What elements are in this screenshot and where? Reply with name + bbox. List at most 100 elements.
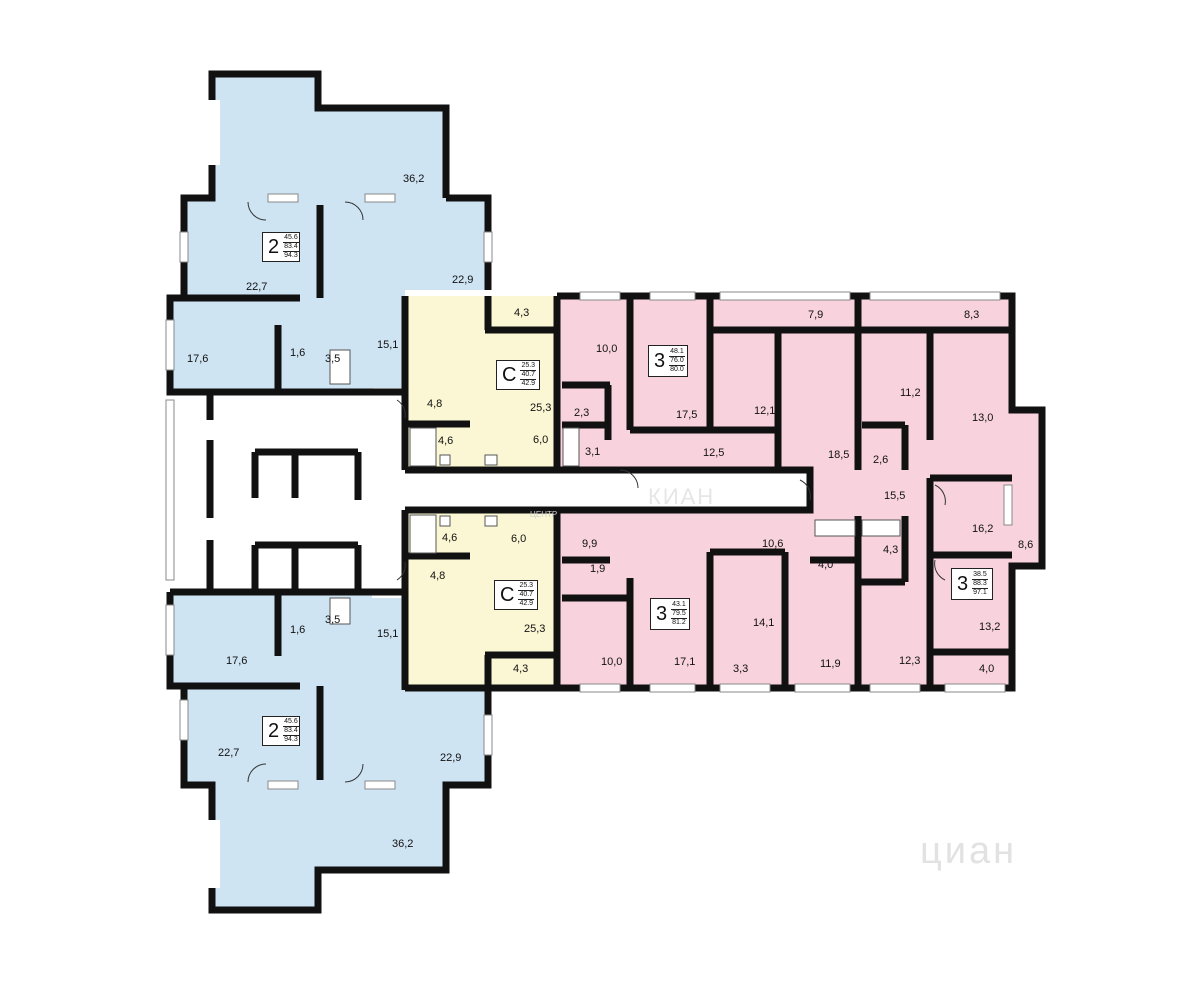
living-area: 25.3	[518, 582, 535, 591]
room-area: 17,1	[674, 656, 695, 668]
area-fraction: 43.1 79.5 81.2	[671, 601, 687, 627]
room-area: 15,5	[884, 490, 905, 502]
living-area: 45.6	[283, 718, 299, 727]
room-area: 8,3	[964, 309, 979, 321]
room-area: 4,8	[427, 398, 442, 410]
total-area: 83.4	[283, 243, 299, 252]
total-area: 76.0	[669, 357, 685, 366]
area-fraction: 48.1 76.0 80.0	[669, 348, 685, 374]
room-area: 6,0	[533, 434, 548, 446]
room-area: 22,9	[440, 752, 461, 764]
area-with-balcony: 97.1	[973, 589, 987, 596]
rooms-count: 3	[654, 350, 666, 372]
apartment-tag: 3 38.5 88.3 97.1	[951, 568, 993, 600]
room-area: 12,1	[754, 405, 775, 417]
total-area: 40.7	[518, 591, 535, 600]
room-area: 22,9	[452, 274, 473, 286]
room-area: 25,3	[530, 402, 551, 414]
rooms-count: С	[500, 584, 515, 606]
room-area: 4,6	[442, 532, 457, 544]
room-area: 15,1	[377, 339, 398, 351]
watermark-corner: циан	[920, 830, 1018, 872]
total-area: 40.7	[520, 371, 537, 380]
fixtures	[329, 349, 901, 625]
room-area: 4,6	[438, 435, 453, 447]
room-area: 3,3	[733, 663, 748, 675]
room-area: 12,3	[899, 655, 920, 667]
blue-apartment-top	[170, 74, 488, 392]
door-arcs	[247, 201, 946, 783]
room-area: 10,0	[596, 343, 617, 355]
room-area: 17,5	[676, 409, 697, 421]
area-fraction: 25.3 40.7 42.9	[518, 582, 535, 608]
room-area: 12,5	[703, 447, 724, 459]
room-area: 36,2	[403, 173, 424, 185]
apartment-tag: 2 45.6 83.4 94.3	[262, 716, 300, 746]
area-fraction: 45.6 83.4 94.3	[283, 234, 299, 260]
room-area: 17,6	[226, 655, 247, 667]
living-area: 43.1	[671, 601, 687, 610]
area-with-balcony: 94.3	[284, 736, 298, 743]
room-area: 3,5	[325, 614, 340, 626]
living-area: 25.3	[520, 362, 537, 371]
total-area: 88.3	[972, 580, 988, 589]
room-area: 9,9	[582, 538, 597, 550]
room-area: 3,1	[585, 446, 600, 458]
windows	[165, 193, 1013, 790]
room-area: 8,6	[1018, 539, 1033, 551]
room-area: 4,3	[883, 544, 898, 556]
room-area: 1,6	[290, 624, 305, 636]
room-area: 2,6	[873, 454, 888, 466]
rooms-count: С	[502, 364, 517, 386]
room-labels: 36,2 22,7 22,9 17,6 15,1 1,6 3,5 36,2 22…	[187, 173, 1033, 850]
area-fraction: 25.3 40.7 42.9	[520, 362, 537, 388]
room-area: 15,1	[377, 628, 398, 640]
room-area: 18,5	[828, 449, 849, 461]
room-area: 4,0	[818, 559, 833, 571]
area-with-balcony: 94.3	[284, 252, 298, 259]
living-area: 48.1	[669, 348, 685, 357]
room-area: 25,3	[524, 623, 545, 635]
pink-block	[557, 296, 1042, 688]
area-fraction: 38.5 88.3 97.1	[972, 571, 988, 597]
room-area: 10,6	[762, 538, 783, 550]
rooms-count: 2	[268, 720, 280, 742]
apartment-tag: 3 43.1 79.5 81.2	[650, 598, 690, 630]
room-area: 2,3	[574, 407, 589, 419]
area-with-balcony: 80.0	[670, 366, 684, 373]
room-area: 1,6	[290, 347, 305, 359]
room-area: 14,1	[753, 617, 774, 629]
rooms-count: 3	[957, 573, 969, 595]
rooms-count: 3	[656, 603, 668, 625]
area-with-balcony: 42.9	[521, 380, 536, 387]
room-area: 7,9	[808, 309, 823, 321]
room-area: 4,0	[979, 663, 994, 675]
apartment-tag: 3 48.1 76.0 80.0	[648, 345, 688, 377]
room-area: 4,8	[430, 570, 445, 582]
room-area: 22,7	[246, 281, 267, 293]
area-with-balcony: 81.2	[672, 619, 686, 626]
room-area: 1,9	[590, 563, 605, 575]
corridor-wall-fill	[557, 470, 807, 510]
apartment-tag: С 25.3 40.7 42.9	[494, 580, 538, 610]
room-area: 13,2	[979, 621, 1000, 633]
total-area: 83.4	[283, 727, 299, 736]
room-area: 10,0	[601, 656, 622, 668]
room-area: 3,5	[325, 353, 340, 365]
room-area: 16,2	[972, 523, 993, 535]
walls	[166, 70, 1046, 914]
room-area: 22,7	[218, 747, 239, 759]
room-area: 11,9	[820, 658, 841, 670]
watermark-center: ЦЕНТР	[530, 510, 558, 519]
area-with-balcony: 42.9	[519, 600, 534, 607]
apartment-tag: С 25.3 40.7 42.9	[496, 360, 540, 390]
room-area: 36,2	[392, 838, 413, 850]
room-area: 4,3	[513, 663, 528, 675]
living-area: 45.6	[283, 234, 299, 243]
living-area: 38.5	[972, 571, 988, 580]
room-area: 6,0	[511, 533, 526, 545]
apartment-tag: 2 45.6 83.4 94.3	[262, 232, 300, 262]
room-area: 17,6	[187, 353, 208, 365]
watermark-center-right: КИАН	[648, 484, 716, 509]
